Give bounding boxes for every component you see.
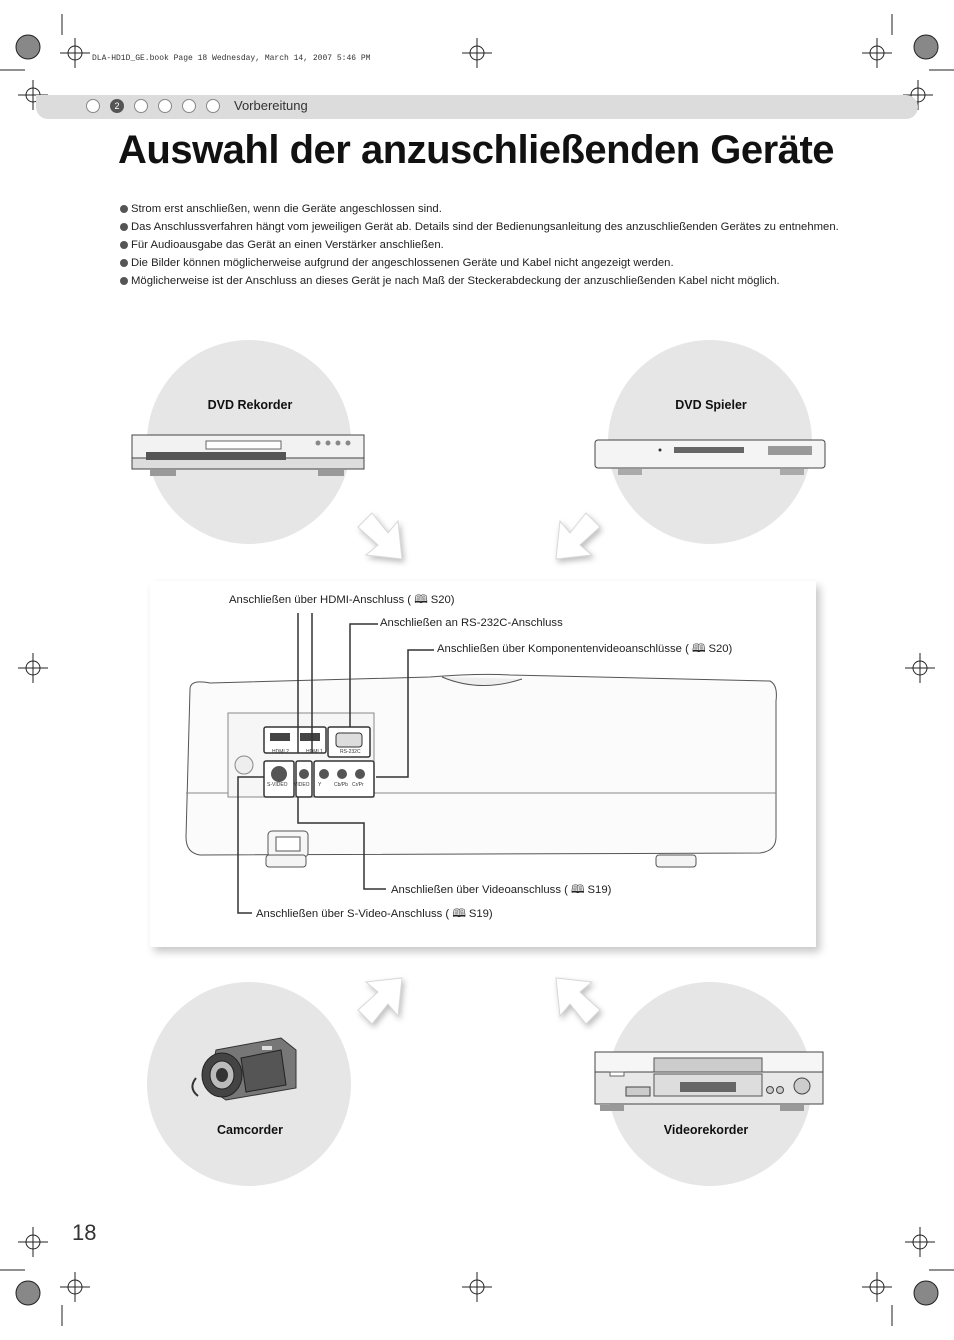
chapter-indicator: 2 (86, 99, 230, 113)
callout-rs232c: Anschließen an RS-232C-Anschluss (380, 617, 563, 629)
print-header: DLA-HD1D_GE.book Page 18 Wednesday, Marc… (92, 54, 371, 63)
chapter-dot (86, 99, 100, 113)
bullet-item: Das Anschlussverfahren hängt vom jeweili… (118, 220, 848, 235)
book-icon: 🕮 (414, 594, 428, 606)
callout-svideo-text: Anschließen über S-Video-Anschluss ( (256, 908, 450, 920)
port-label-video: VIDEO (294, 782, 310, 788)
dvd-recorder-label: DVD Rekorder (207, 398, 293, 412)
vcr-image (594, 1051, 824, 1111)
chapter-dot (206, 99, 220, 113)
book-icon: 🕮 (571, 884, 585, 896)
arrow-icon (555, 512, 601, 560)
chapter-dot (134, 99, 148, 113)
callout-rs232c-text: Anschließen an RS-232C-Anschluss (380, 617, 563, 629)
arrow-icon (357, 977, 403, 1025)
bullet-item: Die Bilder können möglicherweise aufgrun… (118, 256, 848, 271)
chapter-dot-active: 2 (110, 99, 124, 113)
callout-video: Anschließen über Videoanschluss ( 🕮 S19) (391, 882, 611, 901)
dvd-recorder-image (131, 434, 365, 476)
port-label-cb: Cb/Pb (334, 782, 348, 788)
chapter-dot (158, 99, 172, 113)
port-label-svideo: S-VIDEO (267, 782, 288, 788)
callout-component-text: Anschließen über Komponentenvideoanschlü… (437, 643, 689, 655)
port-label-cr: Cr/Pr (352, 782, 364, 788)
page-number: 18 (72, 1220, 97, 1245)
port-label-hdmi2: HDMI 2 (272, 749, 289, 755)
dvd-player-image (594, 439, 826, 475)
callout-hdmi-ref: S20) (430, 594, 455, 606)
callout-hdmi-text: Anschließen über HDMI-Anschluss ( (229, 594, 412, 606)
camcorder-label: Camcorder (217, 1123, 283, 1137)
book-icon: 🕮 (452, 908, 466, 920)
callout-svideo-ref: S19) (468, 908, 493, 920)
callout-component-ref: S20) (708, 643, 733, 655)
arrow-icon (357, 512, 403, 560)
arrow-icon (555, 977, 601, 1025)
bullet-item: Möglicherweise ist der Anschluss an dies… (118, 274, 848, 289)
page-title: Auswahl der anzuschließenden Geräte (118, 128, 835, 172)
book-icon: 🕮 (691, 643, 706, 655)
bullet-item: Strom erst anschließen, wenn die Geräte … (118, 202, 848, 217)
port-label-hdmi1: HDMI 1 (306, 749, 323, 755)
camcorder-image (191, 1037, 297, 1101)
callout-svideo: Anschließen über S-Video-Anschluss ( 🕮 S… (256, 906, 493, 925)
chapter-dot (182, 99, 196, 113)
bullet-item: Für Audioausgabe das Gerät an einen Vers… (118, 238, 848, 253)
dvd-player-label: DVD Spieler (675, 398, 747, 412)
projector-back-image (185, 613, 777, 914)
callout-video-text: Anschließen über Videoanschluss ( (391, 884, 568, 896)
port-label-y: Y (318, 782, 322, 788)
callout-component: Anschließen über Komponentenvideoanschlü… (437, 641, 732, 660)
vcr-label: Videorekorder (663, 1123, 749, 1137)
callout-video-ref: S19) (587, 884, 612, 896)
section-label: Vorbereitung (234, 98, 308, 113)
bullet-list: Strom erst anschließen, wenn die Geräte … (118, 202, 848, 292)
port-label-rs232c: RS-232C (340, 749, 361, 755)
callout-hdmi: Anschließen über HDMI-Anschluss ( 🕮 S20) (229, 592, 455, 611)
